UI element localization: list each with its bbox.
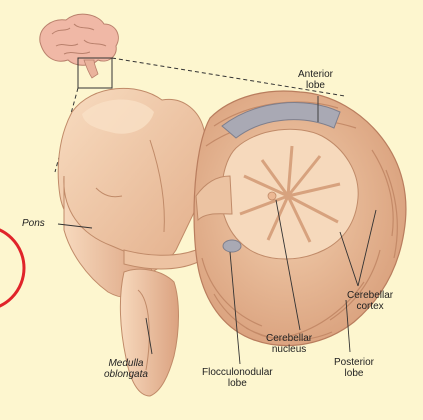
- pons-label: Pons: [22, 218, 45, 229]
- annotation-circle: [0, 226, 24, 310]
- posterior-lobe-label: Posterior lobe: [334, 357, 374, 379]
- medulla-oblongata-label: Medulla oblongata: [104, 358, 148, 380]
- flocculonodular-lobe-label: Flocculonodular lobe: [202, 367, 273, 389]
- cerebellar-cortex-label: Cerebellar cortex: [347, 290, 393, 312]
- anterior-lobe-label: Anterior lobe: [298, 69, 333, 91]
- cerebellar-nucleus-label: Cerebellar nucleus: [266, 333, 312, 355]
- brain-icon: [40, 14, 119, 78]
- brainstem: [58, 88, 209, 396]
